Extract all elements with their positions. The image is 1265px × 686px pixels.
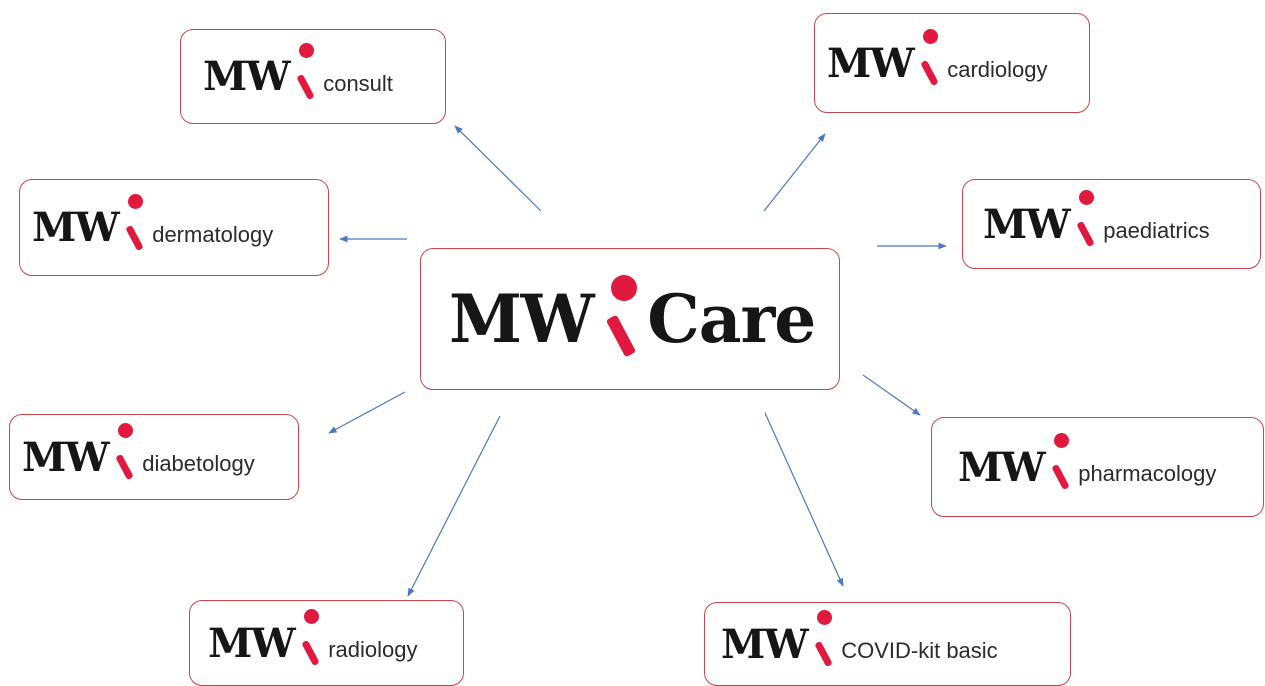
service-node-paediatrics: MW paediatrics	[962, 179, 1261, 269]
arrow-hub-to-consult	[454, 125, 542, 212]
mwi-i-logo-icon	[108, 421, 142, 493]
service-node-diabetology: MW diabetology	[9, 414, 299, 500]
service-name: pharmacology	[1078, 461, 1217, 486]
mwi-i-logo-icon	[1044, 431, 1078, 503]
hub-name: Care	[647, 280, 816, 358]
service-name: COVID-kit basic	[841, 638, 998, 663]
service-name: dermatology	[152, 221, 274, 247]
arrow-hub-to-cardiology	[763, 133, 826, 212]
service-logo: MW radiology	[208, 601, 417, 685]
brand-text: MW	[32, 204, 120, 251]
service-logo: MW cardiology	[827, 14, 1047, 112]
mwi-i-logo-icon	[913, 27, 947, 99]
service-node-covid-kit-basic: MW COVID-kit basic	[704, 602, 1071, 686]
brand-text: MW	[208, 619, 296, 667]
brand-text: MW	[22, 433, 110, 481]
service-name: consult	[323, 70, 393, 96]
mwi-i-logo-icon	[294, 607, 328, 679]
mwi-i-logo-icon	[807, 608, 841, 680]
service-logo: MW paediatrics	[983, 180, 1210, 268]
service-logo: MW COVID-kit basic	[721, 603, 998, 685]
service-logo: MW pharmacology	[958, 418, 1216, 516]
mwi-i-logo-icon	[289, 41, 323, 113]
service-name: paediatrics	[1103, 218, 1210, 243]
arrow-hub-to-diabetology	[328, 391, 406, 434]
arrow-hub-to-covid-kit-basic	[764, 412, 844, 587]
mwi-i-logo-icon	[118, 192, 152, 264]
service-node-dermatology: MW dermatology	[19, 179, 329, 276]
mwi-i-logo-icon	[1069, 188, 1103, 260]
hub-node-mwi-care: MW Care	[420, 248, 840, 390]
brand-text: MW	[958, 443, 1046, 491]
service-node-consult: MW consult	[180, 29, 446, 124]
service-node-pharmacology: MW pharmacology	[931, 417, 1264, 517]
mwi-i-logo-icon	[593, 269, 647, 369]
brand-text: MW	[983, 200, 1071, 248]
service-node-cardiology: MW cardiology	[814, 13, 1090, 113]
service-name: diabetology	[142, 451, 255, 476]
service-logo: MW consult	[203, 30, 393, 123]
brand-text: MW	[449, 280, 595, 358]
arrow-hub-to-pharmacology	[862, 374, 921, 416]
service-logo: MW diabetology	[22, 415, 255, 499]
brand-text: MW	[721, 620, 809, 668]
service-node-radiology: MW radiology	[189, 600, 464, 686]
brand-text: MW	[203, 53, 291, 100]
service-name: cardiology	[947, 57, 1048, 82]
mwi-care-logo: MW Care	[449, 249, 816, 389]
service-logo: MW dermatology	[32, 180, 273, 275]
service-name: radiology	[328, 637, 418, 662]
brand-text: MW	[827, 39, 915, 87]
arrow-hub-to-radiology	[407, 415, 501, 597]
